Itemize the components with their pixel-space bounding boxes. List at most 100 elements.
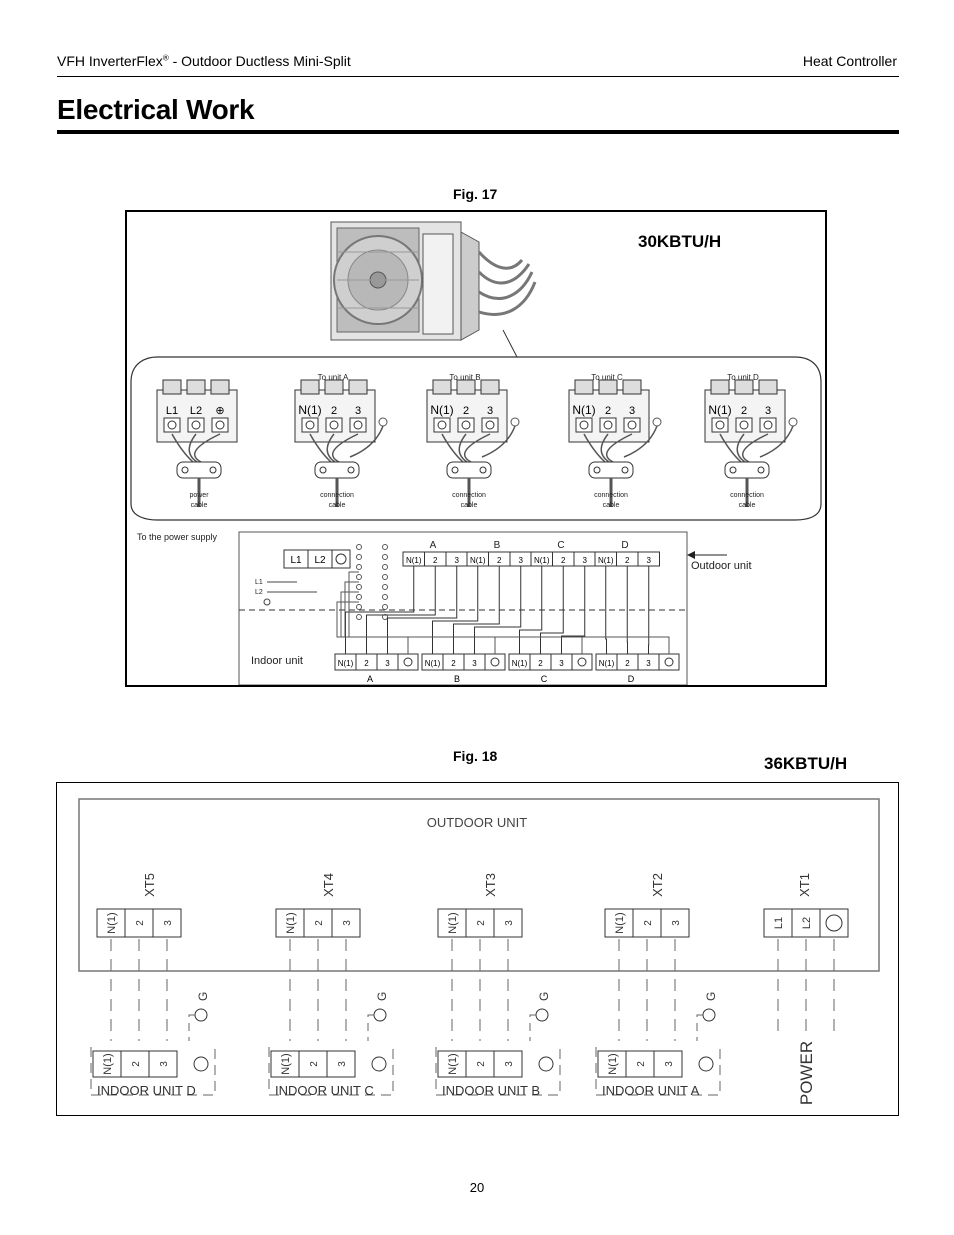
interconnect-wire (540, 566, 564, 654)
supply-ground-terminal (331, 549, 351, 569)
indoor-strip-label: 3 (385, 659, 390, 668)
ground-bus-point (382, 584, 388, 590)
terminal-label: N(1) (430, 403, 453, 417)
indoor-terminal-label: 3 (504, 1061, 515, 1067)
indoor-unit-outline (90, 1047, 216, 1096)
xt-terminal-label: N(1) (614, 912, 626, 933)
wire (600, 433, 610, 463)
terminal-label: 3 (355, 405, 361, 417)
indoor-terminal-label: 3 (664, 1061, 675, 1067)
ground-wire (336, 601, 670, 654)
terminal-tab (456, 379, 476, 395)
xt-label: XT1 (797, 873, 812, 897)
wire (606, 433, 633, 463)
xt-terminal-label: 3 (504, 920, 515, 926)
supply-terminal-label: L2 (314, 555, 326, 566)
xt-terminal-strip (437, 908, 523, 938)
indoor-terminal-label: N(1) (102, 1053, 114, 1074)
indoor-unit-label: INDOOR UNIT B (442, 1083, 540, 1098)
outdoor-unit-letter: A (430, 540, 437, 551)
ground-g-label: G (375, 992, 389, 1001)
clamp-screw (479, 466, 487, 474)
ground-bus-point (356, 564, 362, 570)
ground-icon (194, 1008, 208, 1022)
ground-screw-icon (652, 417, 662, 427)
terminal-screw (211, 417, 229, 433)
indoor-terminal-label: N(1) (280, 1053, 292, 1074)
screw-head (329, 420, 339, 430)
terminal-screw (735, 417, 753, 433)
wire (458, 433, 468, 463)
xt-terminal-label: 3 (163, 920, 174, 926)
terminal-tab (324, 379, 344, 395)
wire (332, 433, 359, 463)
ground-bus-point (382, 604, 388, 610)
interconnect-wire (561, 566, 586, 654)
clamp-screw (593, 466, 601, 474)
ground-wire (188, 1014, 195, 1041)
terminal-tab (300, 379, 320, 395)
indoor-strip-label: 3 (646, 659, 651, 668)
terminal-screw (457, 417, 475, 433)
ground-wire (367, 1014, 374, 1041)
terminal-label: 2 (605, 405, 611, 417)
fig17-capacity-label: 30KBTU/H (638, 232, 722, 251)
indoor-strip-label: N(1) (338, 659, 354, 668)
indoor-terminal-label: 2 (131, 1061, 142, 1067)
terminal-label: 2 (463, 405, 469, 417)
outdoor-unit-letter: C (557, 540, 564, 551)
screw-head (353, 420, 363, 430)
outdoor-strip-label: 3 (583, 556, 588, 565)
screw-head (461, 420, 471, 430)
ground-bus-point (382, 554, 388, 560)
ground-icon (702, 1008, 716, 1022)
wire (464, 433, 491, 463)
wire (326, 433, 336, 463)
ground-icon (373, 1008, 387, 1022)
indoor-strip-label: N(1) (425, 659, 441, 668)
terminal-tab (598, 379, 618, 395)
ground-wire (623, 425, 658, 458)
page-number: 20 (469, 1180, 485, 1195)
indoor-unit-label: INDOOR UNIT D (97, 1083, 196, 1098)
outdoor-strip-label: 3 (455, 556, 460, 565)
terminal-screw (325, 417, 343, 433)
power-terminal-label: L2 (801, 917, 813, 929)
header-rule (57, 76, 899, 77)
cable-label: cable (191, 502, 208, 509)
terminal-label: ⊕ (215, 405, 224, 417)
power-terminal-strip (763, 908, 849, 938)
ground-icon (577, 657, 587, 667)
terminal-label: N(1) (298, 403, 321, 417)
indoor-terminal-label: N(1) (447, 1053, 459, 1074)
screw-head (167, 420, 177, 430)
terminal-housing (426, 389, 508, 443)
ground-bus-point (356, 594, 362, 600)
indoor-ground-terminal (658, 653, 680, 671)
ground-screw-icon (510, 417, 520, 427)
terminal-screw (433, 417, 451, 433)
terminal-screw (711, 417, 729, 433)
terminal-label: 3 (487, 405, 493, 417)
fig18-caption: Fig. 18 (453, 748, 498, 764)
indoor-terminal-label: 2 (476, 1061, 487, 1067)
ground-wire (529, 1014, 536, 1041)
ground-bus-point (356, 604, 362, 610)
screw-head (215, 420, 225, 430)
indoor-unit-outline (435, 1047, 561, 1096)
indoor-ground-terminal (397, 653, 419, 671)
wire (583, 433, 606, 463)
cable-clamp (588, 461, 634, 479)
cable-label: power (189, 492, 209, 499)
terminal-screw (759, 417, 777, 433)
indoor-terminal-strip (270, 1050, 356, 1078)
outdoor-strip-label: 2 (561, 556, 566, 565)
indoor-unit-letter: B (454, 674, 460, 684)
clamp-screw (757, 466, 765, 474)
xt-terminal-label: 2 (476, 920, 487, 926)
